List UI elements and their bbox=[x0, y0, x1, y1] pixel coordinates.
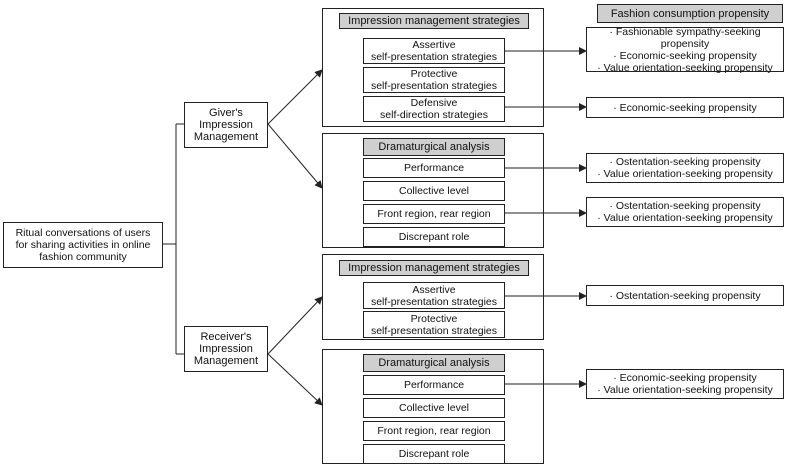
receivers-label: Receiver's Impression Management bbox=[193, 331, 259, 367]
outcome-item: · Value orientation-seeking propensity bbox=[597, 212, 773, 224]
receivers-impression-node: Receiver's Impression Management bbox=[184, 326, 268, 372]
giver-defensive-item: Defensive self-direction strategies bbox=[363, 96, 505, 122]
outcome-item: · Fashionable sympathy-seeking propensit… bbox=[609, 25, 761, 50]
outcome-box-4: · Ostentation-seeking propensity · Value… bbox=[586, 197, 784, 227]
outcome-item: · Ostentation-seeking propensity bbox=[609, 289, 761, 302]
outcome-item: · Value orientation-seeking propensity bbox=[597, 61, 773, 74]
outcome-box-2: · Economic-seeking propensity bbox=[586, 97, 784, 118]
outcome-item: · Economic-seeking propensity bbox=[613, 49, 757, 62]
receiver-discrepant-item: Discrepant role bbox=[363, 444, 505, 464]
giver-assertive-item: Assertive self-presentation strategies bbox=[363, 38, 505, 64]
receiver-dramaturgical-header: Dramaturgical analysis bbox=[363, 354, 505, 372]
givers-label: Giver's Impression Management bbox=[193, 107, 259, 143]
giver-dramaturgical-header: Dramaturgical analysis bbox=[363, 138, 505, 156]
fashion-consumption-header: Fashion consumption propensity bbox=[597, 4, 783, 23]
outcome-item: · Ostentation-seeking propensity bbox=[609, 200, 761, 212]
outcome-box-3: · Ostentation-seeking propensity · Value… bbox=[586, 153, 784, 183]
root-node: Ritual conversations of users for sharin… bbox=[3, 222, 163, 268]
giver-dramaturgical-group bbox=[322, 133, 544, 248]
outcome-box-5: · Ostentation-seeking propensity bbox=[586, 285, 784, 306]
receiver-performance-item: Performance bbox=[363, 375, 505, 395]
giver-front-rear-item: Front region, rear region bbox=[363, 204, 505, 224]
giver-impression-group bbox=[322, 8, 544, 127]
giver-impression-header: Impression management strategies bbox=[339, 13, 529, 29]
receiver-protective-item: Protective self-presentation strategies bbox=[363, 311, 505, 338]
receiver-impression-group bbox=[322, 254, 544, 340]
receiver-collective-item: Collective level bbox=[363, 398, 505, 418]
giver-collective-item: Collective level bbox=[363, 181, 505, 201]
outcome-item: · Value orientation-seeking propensity bbox=[597, 384, 773, 396]
giver-protective-item: Protective self-presentation strategies bbox=[363, 67, 505, 93]
giver-discrepant-item: Discrepant role bbox=[363, 227, 505, 247]
givers-impression-node: Giver's Impression Management bbox=[184, 102, 268, 148]
outcome-item: · Economic-seeking propensity bbox=[613, 372, 757, 384]
receiver-front-rear-item: Front region, rear region bbox=[363, 421, 505, 441]
outcome-box-1: · Fashionable sympathy-seeking propensit… bbox=[586, 25, 784, 74]
root-label: Ritual conversations of users for sharin… bbox=[15, 227, 151, 263]
giver-performance-item: Performance bbox=[363, 158, 505, 178]
outcome-item: · Ostentation-seeking propensity bbox=[609, 156, 761, 168]
receiver-impression-header: Impression management strategies bbox=[339, 260, 529, 276]
outcome-box-6: · Economic-seeking propensity · Value or… bbox=[586, 369, 784, 399]
outcome-item: · Value orientation-seeking propensity bbox=[597, 168, 773, 180]
receiver-assertive-item: Assertive self-presentation strategies bbox=[363, 282, 505, 309]
outcome-item: · Economic-seeking propensity bbox=[613, 101, 757, 114]
